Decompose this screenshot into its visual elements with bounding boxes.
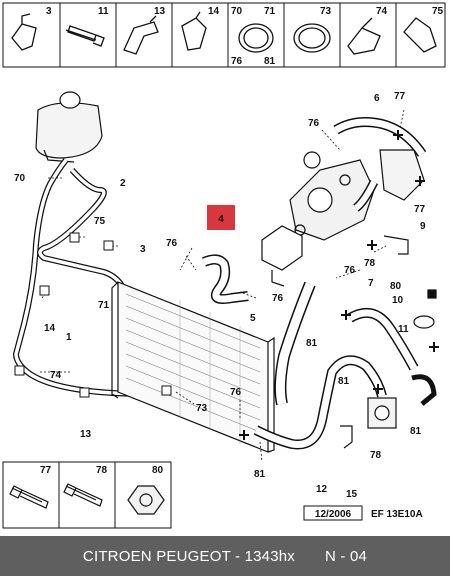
callout-5: 5	[250, 313, 256, 324]
expansion-tank	[35, 102, 103, 159]
clip-part-74-icon	[347, 17, 381, 55]
reference-squares	[14, 232, 172, 398]
part-number-77: 77	[40, 465, 52, 476]
top-part-numbers: 3 11 13 14 70 71 76 81 73 74 75	[46, 6, 444, 67]
callout-80: 80	[390, 281, 402, 292]
outlet-housing	[379, 149, 425, 201]
heat-exchanger	[367, 397, 397, 429]
part-number-71: 71	[264, 6, 276, 17]
part-number-75: 75	[432, 6, 444, 17]
callout-81: 81	[254, 469, 266, 480]
callout-81: 81	[410, 426, 422, 437]
clamp-part-70-icon	[238, 23, 274, 53]
callout-1: 1	[66, 332, 72, 343]
clamp-part-73-icon	[293, 23, 331, 53]
date-box	[303, 505, 363, 521]
callout-labels: 6 77 76 77 9 78 76 76 76 80 10 11 7 5 81…	[14, 91, 426, 500]
plus-markers	[239, 130, 439, 440]
callout-7: 7	[368, 278, 374, 289]
reference-code: EF 13E10A	[371, 509, 423, 520]
footer-page-number: N - 04	[325, 547, 368, 565]
bottom-part-drawings	[9, 483, 165, 515]
part-number-81: 81	[264, 56, 276, 67]
clip-part-75-icon	[403, 17, 437, 53]
top-part-drawings	[11, 11, 437, 55]
bracket-part-13-icon	[123, 15, 159, 55]
screw-part-77-icon	[9, 485, 49, 509]
callout-76: 76	[166, 238, 178, 249]
date-text: 12/2006	[315, 509, 352, 520]
callout-13: 13	[80, 429, 92, 440]
part-number-78: 78	[96, 465, 108, 476]
callout-75: 75	[94, 216, 106, 227]
highlight-label-4: 4	[218, 214, 224, 225]
callout-76: 76	[308, 118, 320, 129]
callout-70: 70	[14, 173, 26, 184]
callout-6: 6	[374, 93, 380, 104]
callout-9: 9	[420, 221, 426, 232]
callout-14: 14	[44, 323, 56, 334]
part-number-70: 70	[231, 6, 243, 17]
footer-title: CITROEN PEUGEOT - 1343hx	[82, 547, 296, 565]
thermostat-housing	[261, 151, 375, 287]
footer-bar: CITROEN PEUGEOT - 1343hx N - 04	[0, 536, 450, 576]
schematic-drawing	[12, 91, 439, 463]
part-number-74: 74	[376, 6, 388, 17]
bottom-part-numbers: 77 78 80	[40, 465, 164, 476]
bolt-part-11-icon	[65, 25, 105, 47]
callout-15: 15	[346, 489, 358, 500]
bracket-15	[340, 425, 353, 449]
tank-cap	[59, 91, 81, 109]
callout-78: 78	[370, 450, 382, 461]
part-number-76: 76	[231, 56, 243, 67]
part-number-13: 13	[154, 6, 166, 17]
callout-10: 10	[392, 295, 404, 306]
callout-77: 77	[414, 204, 426, 215]
callout-73: 73	[196, 403, 208, 414]
callout-74: 74	[50, 370, 62, 381]
part-number-73: 73	[320, 6, 332, 17]
callout-12: 12	[316, 484, 328, 495]
callout-76: 76	[272, 293, 284, 304]
clip-part-3-icon	[11, 13, 37, 51]
radiator	[111, 281, 275, 453]
callout-71: 71	[98, 300, 110, 311]
part-number-14: 14	[208, 6, 220, 17]
callout-77: 77	[394, 91, 406, 102]
nut-part-80-icon	[127, 485, 165, 515]
hose-2	[37, 167, 125, 288]
callout-76: 76	[230, 387, 242, 398]
callout-78: 78	[364, 258, 376, 269]
cooling-system-diagram: 3 11 13 14 70 71 76 81 73 74 75	[2, 2, 446, 529]
clip-part-14-icon	[181, 11, 207, 51]
part-number-80: 80	[152, 465, 164, 476]
callout-11: 11	[398, 324, 409, 335]
callout-76: 76	[344, 265, 356, 276]
part-number-11: 11	[98, 6, 109, 17]
part-number-3: 3	[46, 6, 52, 17]
callout-81: 81	[306, 338, 318, 349]
highlight-box-4	[207, 205, 235, 230]
callout-3: 3	[140, 244, 146, 255]
callout-81: 81	[338, 376, 350, 387]
callout-2: 2	[120, 178, 126, 189]
bolt-part-78-icon	[63, 483, 103, 507]
